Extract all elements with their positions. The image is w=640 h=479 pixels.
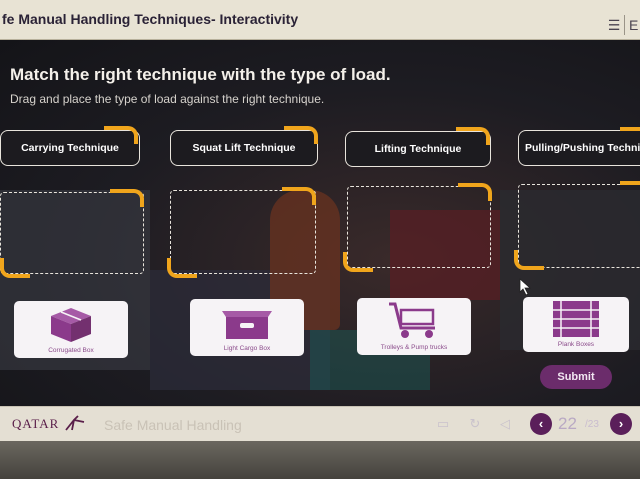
load-card-label: Corrugated Box [48,347,94,354]
accent-corner [343,252,373,272]
drop-zone-pulling-pushing[interactable] [518,184,640,268]
mouse-pointer-icon [519,278,531,296]
drop-zone-carrying[interactable] [0,192,144,274]
replay-icon[interactable]: ↻ [469,416,481,431]
menu-icon[interactable]: ☰ [607,17,621,33]
accent-corner [284,126,318,144]
load-card-plank-boxes[interactable]: Plank Boxes [523,297,629,352]
activity-instruction: Drag and place the type of load against … [10,92,325,106]
page-total: /23 [585,419,599,430]
oryx-logo-icon [65,415,85,431]
menu-edge-label[interactable]: E [629,17,639,33]
submit-button[interactable]: Submit [540,365,612,389]
load-card-trolleys-pump-trucks[interactable]: Trolleys & Pump trucks [357,298,471,355]
background-photo-shape [390,210,500,300]
accent-corner [167,258,197,278]
volume-icon[interactable]: ◁ [500,416,510,431]
load-card-label: Light Cargo Box [223,345,271,352]
course-title: Safe Manual Handling [104,417,242,433]
screen-bezel [0,441,640,479]
drop-zone-squat-lift[interactable] [170,190,316,274]
load-card-corrugated-box[interactable]: Corrugated Box [14,301,128,358]
corrugated-box-icon [51,308,91,342]
accent-corner [514,250,544,270]
accent-corner [0,258,30,278]
page-title: fe Manual Handling Techniques- Interacti… [2,11,299,27]
divider [624,15,625,35]
accent-corner [110,189,144,207]
technique-label-lifting: Lifting Technique [345,131,491,167]
brand-logo: QATAR [12,416,60,431]
load-card-label: Trolleys & Pump trucks [380,344,448,351]
accent-corner [282,187,316,205]
load-card-label: Plank Boxes [557,341,595,348]
technique-label-carrying: Carrying Technique [0,130,140,166]
transcript-icon[interactable]: ▭ [436,416,450,431]
player-footer: QATAR Safe Manual Handling ▭ ↻ ◁ ‹ 22 /2… [0,406,640,441]
plank-boxes-icon [553,301,599,337]
accent-corner [104,126,138,144]
accent-corner [620,127,640,145]
accent-corner [458,183,492,201]
light-cargo-box-icon [222,311,272,339]
drop-zone-lifting[interactable] [347,186,491,268]
load-card-light-cargo-box[interactable]: Light Cargo Box [190,299,304,356]
trolley-icon [389,302,435,338]
next-button[interactable]: › [610,413,632,435]
technique-label-pulling-pushing: Pulling/Pushing Technique [518,130,640,166]
accent-corner [620,181,640,199]
title-bar: fe Manual Handling Techniques- Interacti… [0,0,640,40]
activity-heading: Match the right technique with the type … [10,65,391,84]
accent-corner [456,127,490,145]
previous-button[interactable]: ‹ [530,413,552,435]
activity-stage: Match the right technique with the type … [0,40,640,406]
page-number: 22 [558,414,577,433]
